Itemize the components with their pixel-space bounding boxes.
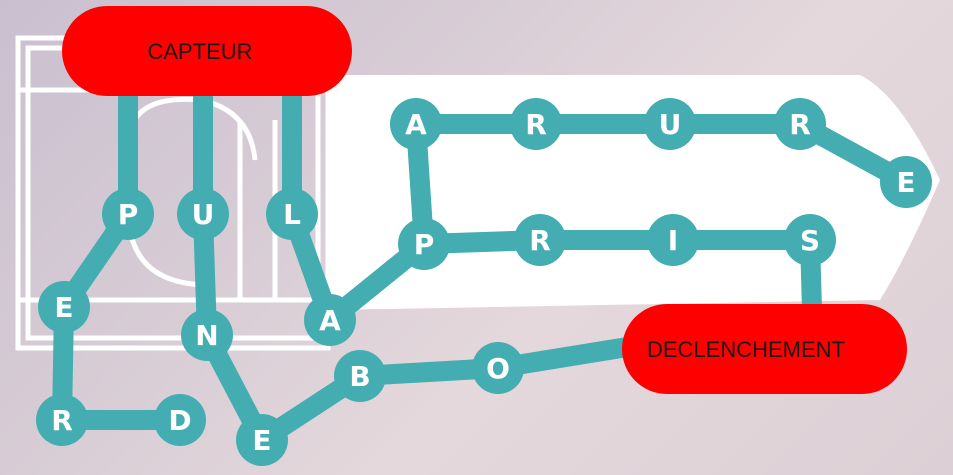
station-letter: A [405, 108, 427, 141]
station-node-u: U [177, 188, 229, 240]
station-circle [647, 214, 699, 266]
station-letter: P [414, 228, 435, 261]
station-node-l: L [266, 188, 318, 240]
station-circle [774, 98, 826, 150]
hull-tip-lines [858, 88, 938, 292]
station-letter: N [195, 319, 218, 352]
station-letter: E [896, 166, 915, 199]
station-letter: L [283, 198, 301, 231]
station-letter: U [192, 198, 215, 231]
station-node-r: R [36, 394, 88, 446]
station-circle [177, 188, 229, 240]
terminal-declenchement-label: DECLENCHEMENT [647, 337, 845, 362]
terminal-declenchement-shape [622, 304, 907, 394]
station-node-r: R [510, 98, 562, 150]
station-circle [266, 188, 318, 240]
station-node-b: B [334, 350, 386, 402]
frame-left-arc [127, 96, 258, 161]
station-circle [38, 281, 90, 333]
station-letter: E [54, 291, 73, 324]
station-circle [472, 342, 524, 394]
terminal-capteur-shape [62, 6, 352, 96]
station-letter: E [252, 424, 271, 457]
station-circle [102, 188, 154, 240]
terminal-capteur-label: CAPTEUR [147, 39, 252, 64]
station-node-p: P [102, 188, 154, 240]
station-circle [36, 394, 88, 446]
station-node-o: O [472, 342, 524, 394]
station-letter: U [659, 108, 682, 141]
terminal-capteur: CAPTEUR [62, 6, 352, 96]
terminal-declenchement: DECLENCHEMENT [622, 304, 907, 394]
station-node-i: I [647, 214, 699, 266]
station-circle [784, 214, 836, 266]
station-node-e: E [880, 156, 932, 208]
station-circle [880, 156, 932, 208]
station-node-p: P [398, 218, 450, 270]
station-letter: D [168, 404, 191, 437]
station-circle [644, 98, 696, 150]
station-letter: R [51, 404, 73, 437]
station-circle [390, 98, 442, 150]
station-node-e: E [38, 281, 90, 333]
station-node-s: S [784, 214, 836, 266]
station-circle [304, 294, 356, 346]
letter-nodes: P U L E N A R D E B O A R U R E P R I S [36, 98, 932, 466]
station-node-u: U [644, 98, 696, 150]
station-letter: I [668, 224, 678, 257]
station-circle [398, 218, 450, 270]
station-node-d: D [154, 394, 206, 446]
station-letter: R [529, 224, 551, 257]
station-circle [514, 214, 566, 266]
station-node-n: N [181, 309, 233, 361]
station-node-r: R [774, 98, 826, 150]
station-circle [181, 309, 233, 361]
station-letter: P [118, 198, 139, 231]
station-node-e: E [236, 414, 288, 466]
station-letter: R [789, 108, 811, 141]
station-node-a: A [304, 294, 356, 346]
station-circle [236, 414, 288, 466]
station-node-r: R [514, 214, 566, 266]
station-letter: B [349, 360, 370, 393]
station-circle [334, 350, 386, 402]
station-letter: S [800, 224, 820, 257]
station-circle [154, 394, 206, 446]
station-circle [510, 98, 562, 150]
station-letter: R [525, 108, 547, 141]
station-letter: A [319, 304, 341, 337]
track-line-1 [52, 96, 180, 430]
terminal-pills: CAPTEUR DECLENCHEMENT [62, 6, 907, 394]
station-node-a: A [390, 98, 442, 150]
station-letter: O [486, 352, 510, 385]
